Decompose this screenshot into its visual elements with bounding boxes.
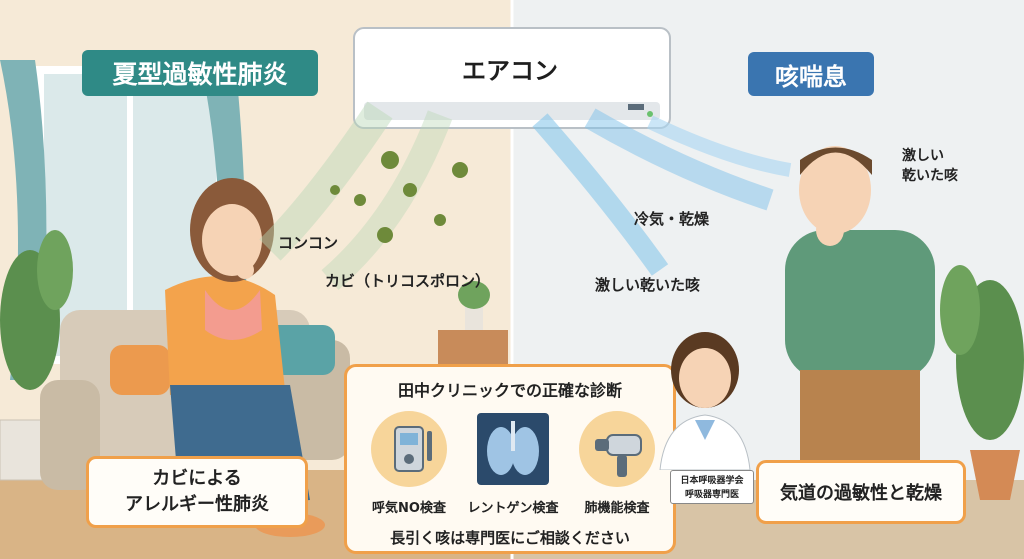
- breath-no-device-icon: [371, 411, 447, 487]
- right-caption-box: 気道の過敏性と乾燥: [756, 460, 966, 524]
- shelf: [438, 281, 508, 364]
- clinic-panel: 田中クリニックでの正確な診断 呼気NO検査 レントゲン検査: [344, 364, 676, 554]
- cold-airflow: [532, 108, 792, 276]
- speech-line-2: 乾いた咳: [902, 168, 958, 184]
- doctor-badge: 日本呼吸器学会 呼吸器専門医: [670, 470, 754, 504]
- clinic-item-spirometry[interactable]: 肺機能検査: [565, 409, 669, 519]
- clinic-item-xray[interactable]: レントゲン検査: [461, 409, 565, 519]
- air-conditioner[interactable]: [353, 27, 671, 129]
- clinic-title: 田中クリニックでの正確な診断: [397, 381, 622, 400]
- doctor-badge-line-1: 日本呼吸器学会: [680, 476, 744, 486]
- cold-air-label: 冷気・乾燥: [634, 210, 710, 228]
- mold-airflow: [259, 101, 468, 290]
- plant-right: [940, 265, 1024, 500]
- aircon-label: エアコン: [462, 56, 558, 85]
- clinic-item-label: レントゲン検査: [467, 501, 559, 516]
- doctor-badge-line-2: 呼吸器専門医: [684, 490, 739, 500]
- clinic-item-breath-no[interactable]: 呼気NO検査: [357, 409, 461, 519]
- left-title: 夏型過敏性肺炎: [82, 50, 318, 96]
- left-caption-line-1: カビによる: [152, 468, 242, 489]
- left-caption-box: カビによる アレルギー性肺炎: [86, 456, 308, 528]
- dry-cough-label: 激しい乾いた咳: [595, 276, 701, 294]
- clinic-footer: 長引く咳は専門医にご相談ください: [390, 529, 630, 547]
- chest-xray-icon: [477, 413, 549, 485]
- doctor-figure: [659, 332, 751, 470]
- clinic-item-label: 呼気NO検査: [372, 501, 446, 516]
- cough-sound-label: コンコン: [278, 234, 339, 252]
- speech-label: 激しい 乾いた咳: [902, 146, 958, 186]
- speech-line-1: 激しい: [902, 148, 944, 164]
- clinic-item-label: 肺機能検査: [584, 501, 650, 516]
- spirometer-icon: [579, 411, 655, 487]
- left-caption-line-2: アレルギー性肺炎: [125, 494, 269, 515]
- right-title: 咳喘息: [748, 52, 874, 96]
- mold-label: カビ（トリコスポロン）: [325, 272, 491, 290]
